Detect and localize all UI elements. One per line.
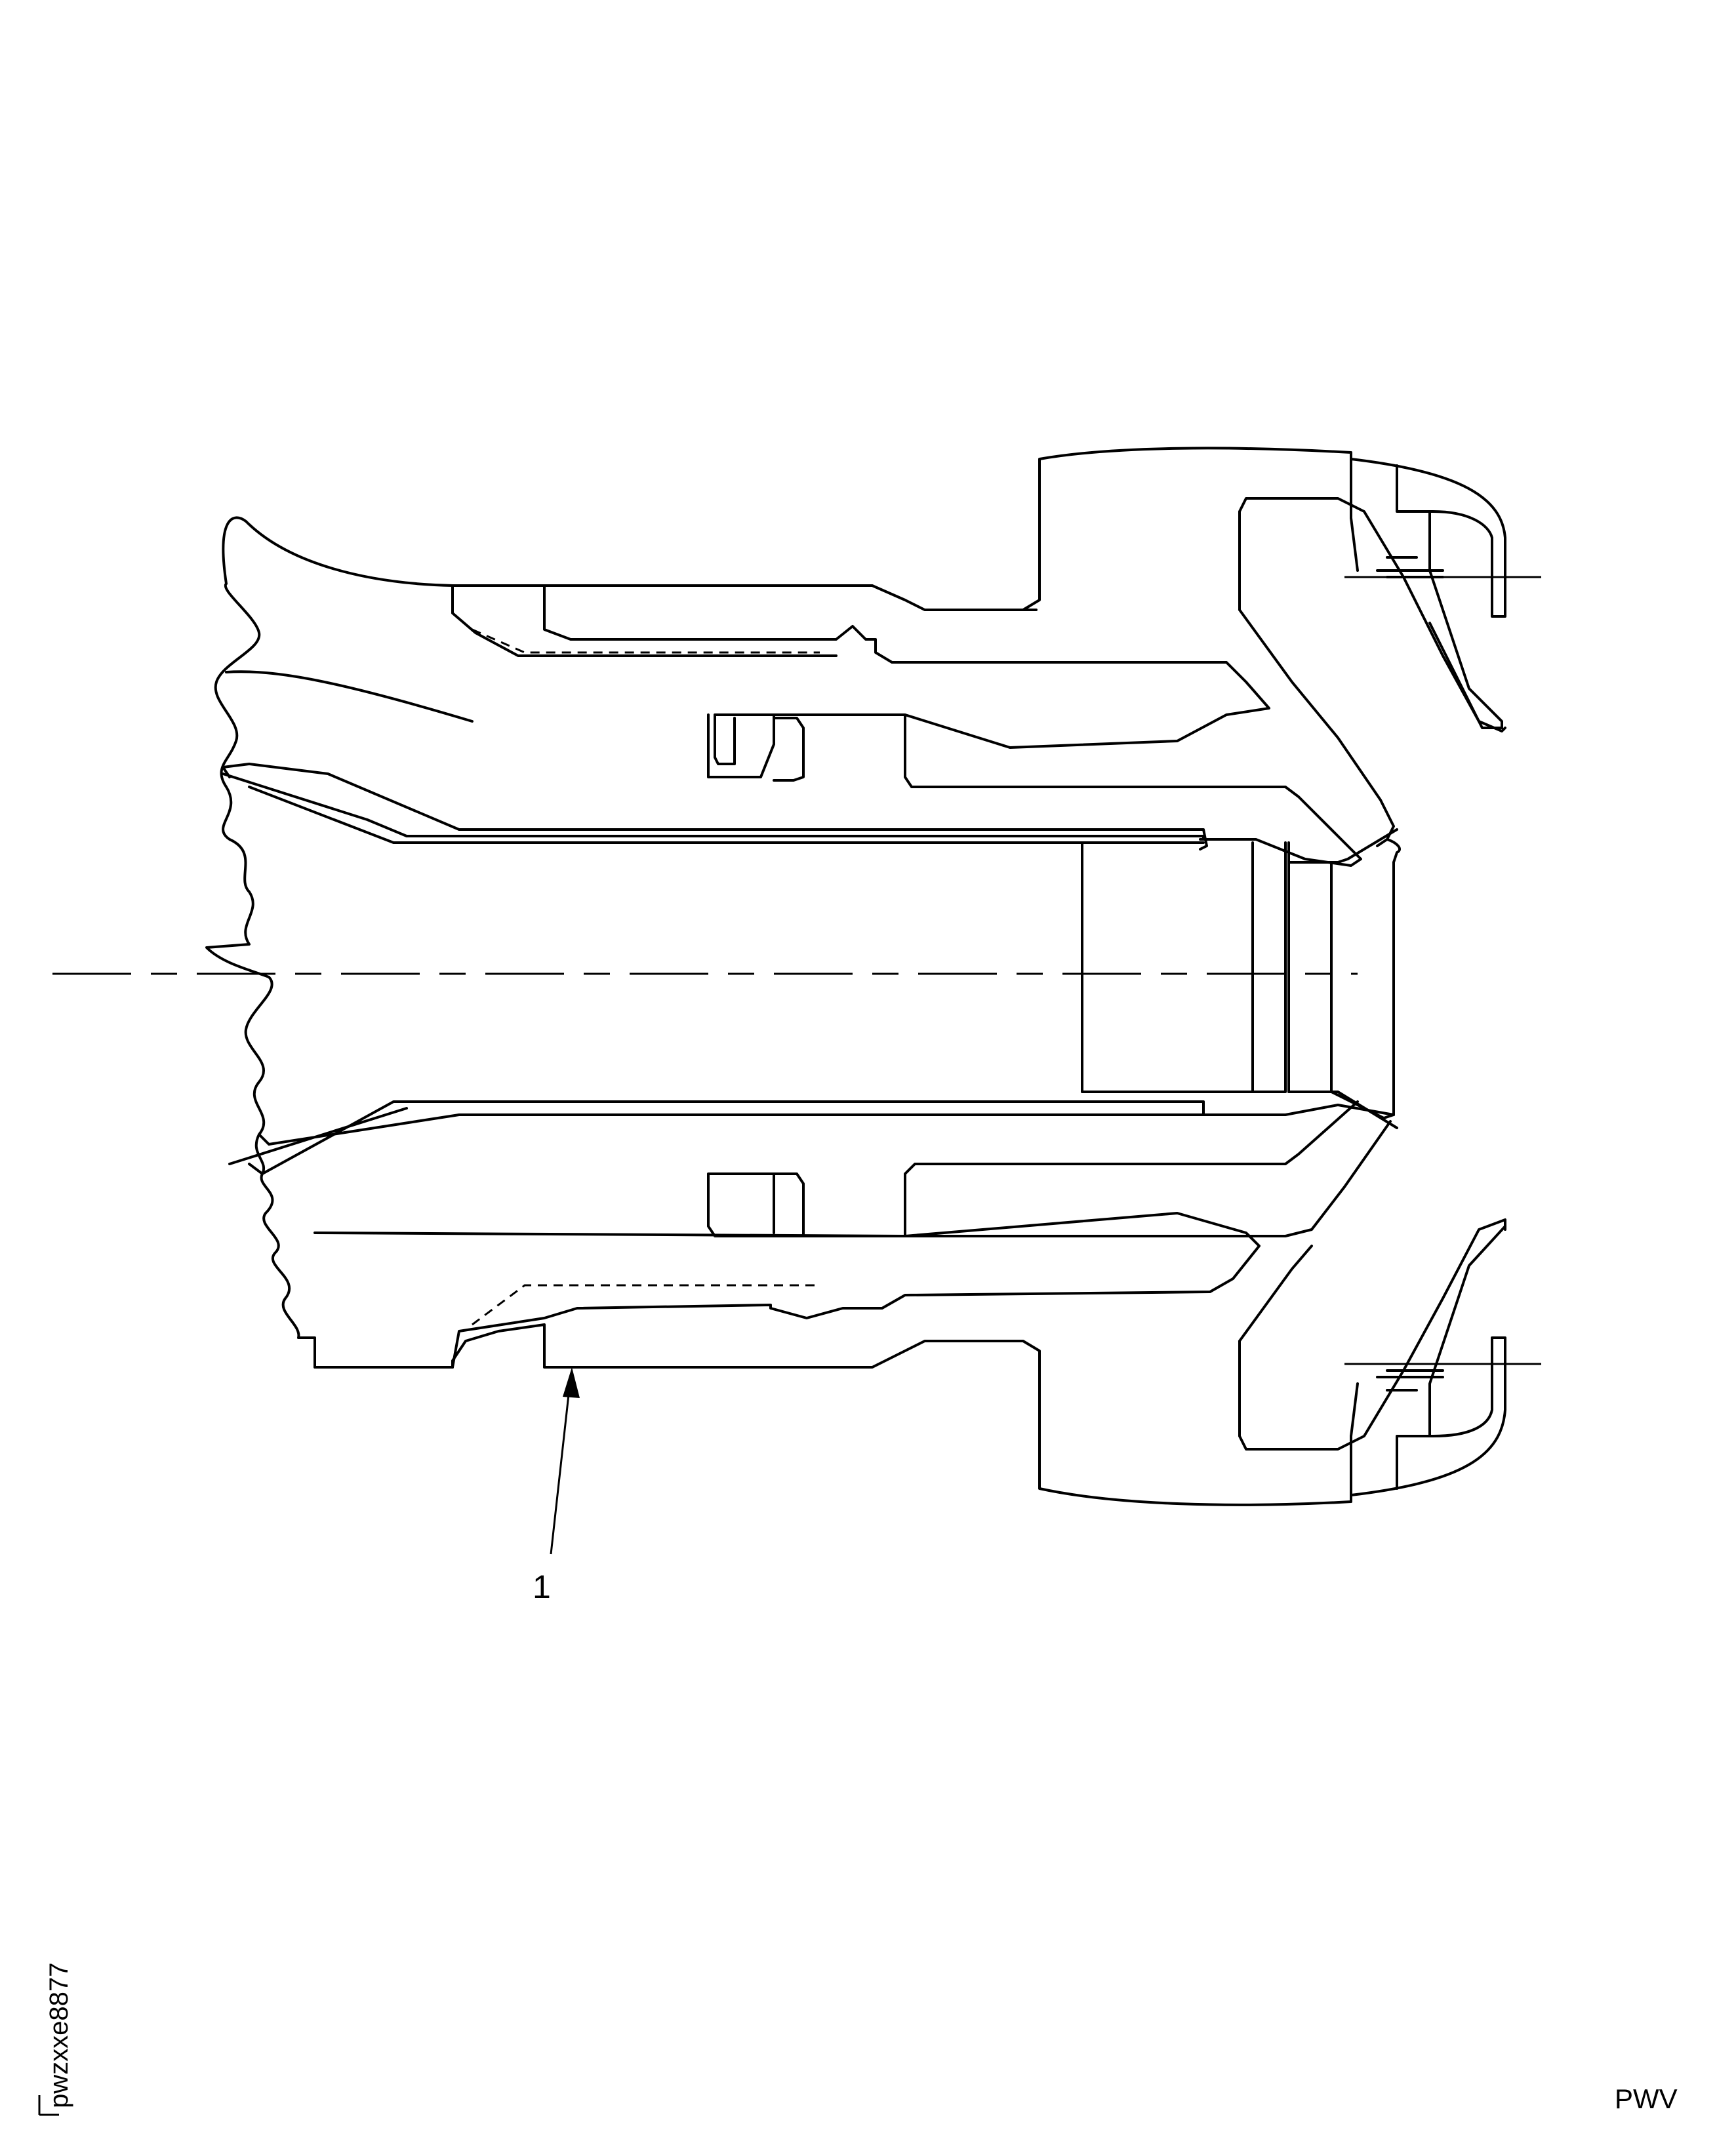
lower-inner-profile (313, 1100, 1395, 1369)
snout-front (1330, 861, 1395, 1119)
outer-sleeve-bottom (451, 1323, 1506, 1506)
callout-number-1: 1 (533, 1569, 551, 1605)
figure-code: pwzxxe8877 (45, 1962, 73, 2108)
upper-tube-lines (222, 763, 1398, 864)
upper-latch-finger (1350, 510, 1503, 729)
bore-rectangle (1081, 841, 1398, 1129)
corner-label: PWV (1615, 2083, 1678, 2114)
lower-latch-finger (1350, 1225, 1506, 1437)
lower-tube-lines (228, 1100, 1205, 1175)
outer-sleeve-top (451, 447, 1506, 667)
callout-leader-line (550, 1376, 572, 1555)
lower-hidden-line (472, 1284, 820, 1326)
upper-hidden-line (472, 628, 820, 654)
break-line-left (205, 516, 454, 1369)
lower-taper-lines (1238, 1218, 1506, 1451)
figure-code-bracket (38, 2095, 59, 2116)
callout-arrowhead (563, 1367, 580, 1398)
upper-taper-lines (1022, 497, 1506, 864)
upper-inner-profile (222, 584, 1362, 867)
